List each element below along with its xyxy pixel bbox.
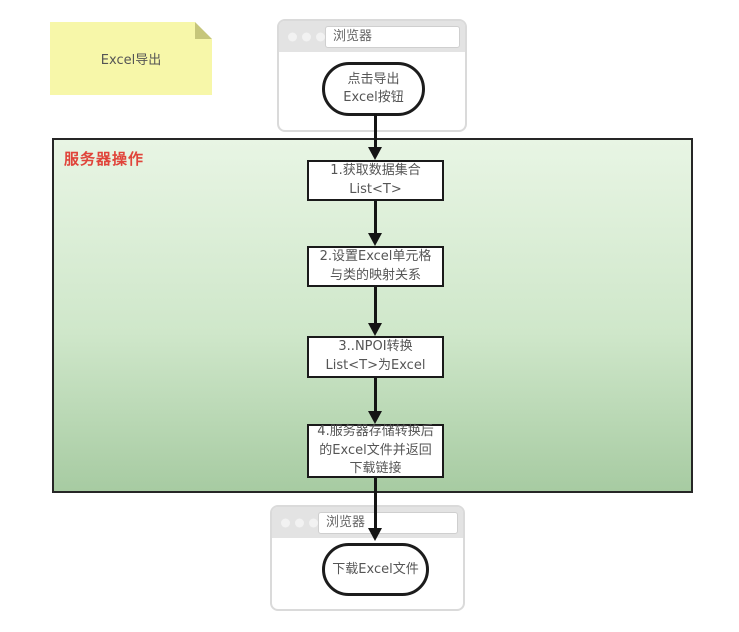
browser-window-top: 浏览器 — [277, 19, 467, 132]
end-node-label: 下载Excel文件 — [332, 561, 419, 577]
arrowhead-icon — [368, 323, 382, 336]
window-dot-icon — [302, 32, 311, 41]
step-box-1: 1.获取数据集合 List<T> — [307, 160, 444, 201]
window-control-dots-icon — [281, 518, 318, 527]
step-box-4: 4.服务器存储转换后 的Excel文件并返回 下载链接 — [307, 424, 444, 478]
window-dot-icon — [281, 518, 290, 527]
flow-arrow — [368, 378, 383, 424]
browser-header: 浏览器 — [279, 21, 465, 52]
end-node: 下载Excel文件 — [322, 543, 429, 596]
window-dot-icon — [288, 32, 297, 41]
window-dot-icon — [309, 518, 318, 527]
step-label: 2.设置Excel单元格 与类的映射关系 — [319, 248, 432, 283]
step-box-2: 2.设置Excel单元格 与类的映射关系 — [307, 246, 444, 287]
browser-header: 浏览器 — [272, 507, 463, 538]
window-control-dots-icon — [288, 32, 325, 41]
sticky-note-label: Excel导出 — [100, 53, 162, 68]
step-box-3: 3..NPOI转换 List<T>为Excel — [307, 336, 444, 378]
window-dot-icon — [316, 32, 325, 41]
flow-arrow — [368, 287, 383, 336]
sticky-note: Excel导出 — [50, 22, 212, 95]
flow-arrow — [368, 478, 383, 541]
address-bar: 浏览器 — [325, 26, 460, 48]
arrowhead-icon — [368, 528, 382, 541]
start-node: 点击导出 Excel按钮 — [322, 62, 425, 116]
flow-arrow — [368, 114, 383, 160]
arrowhead-icon — [368, 147, 382, 160]
arrow-line — [374, 478, 377, 529]
arrowhead-icon — [368, 411, 382, 424]
start-node-label: 点击导出 Excel按钮 — [343, 72, 404, 105]
flow-arrow — [368, 201, 383, 246]
arrow-line — [374, 201, 377, 234]
step-label: 4.服务器存储转换后 的Excel文件并返回 下载链接 — [317, 423, 434, 477]
arrow-line — [374, 114, 377, 148]
note-fold-icon — [195, 22, 212, 39]
step-label: 1.获取数据集合 List<T> — [330, 162, 421, 197]
arrowhead-icon — [368, 233, 382, 246]
step-label: 3..NPOI转换 List<T>为Excel — [325, 339, 426, 373]
address-bar: 浏览器 — [318, 512, 458, 534]
arrow-line — [374, 287, 377, 324]
window-dot-icon — [295, 518, 304, 527]
server-box-label: 服务器操作 — [64, 150, 145, 168]
arrow-line — [374, 378, 377, 412]
